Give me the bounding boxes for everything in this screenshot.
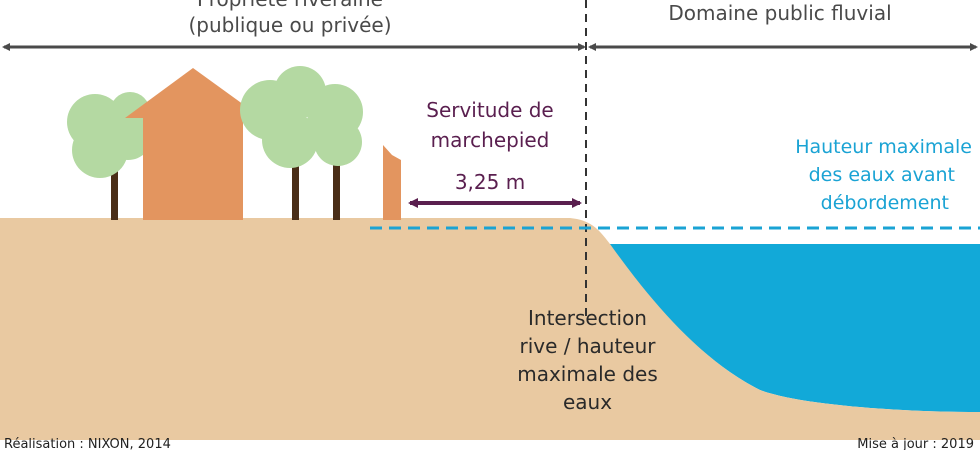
intersection-label-line1: Intersection <box>528 306 647 330</box>
water-body <box>605 244 980 412</box>
servitude-width-label: 3,25 m <box>454 170 526 194</box>
intersection-label-line4: eaux <box>562 390 613 414</box>
tree-right <box>240 66 363 220</box>
house <box>125 68 262 220</box>
riverside-property-subtitle: (publique ou privée) <box>188 13 392 37</box>
max-water-label-line2: des eaux avant <box>808 164 955 186</box>
intersection-label-line3: maximale des <box>517 362 658 386</box>
ground-bank <box>0 218 980 440</box>
footer-update: Mise à jour : 2019 <box>857 437 974 450</box>
footer-credit: Réalisation : NIXON, 2014 <box>4 437 171 450</box>
intersection-label-line2: rive / hauteur <box>519 334 656 358</box>
max-water-label-line1: Hauteur maximale <box>795 136 972 158</box>
servitude-label-line2: marchepied <box>430 128 550 152</box>
public-domain-title: Domaine public fluvial <box>668 1 892 25</box>
tree-left <box>67 92 153 220</box>
servitude-label-line1: Servitude de <box>426 98 554 122</box>
riverside-property-title: Propriété riveraine <box>140 0 440 12</box>
max-water-label-line3: débordement <box>820 192 949 214</box>
fence-post <box>383 145 401 220</box>
